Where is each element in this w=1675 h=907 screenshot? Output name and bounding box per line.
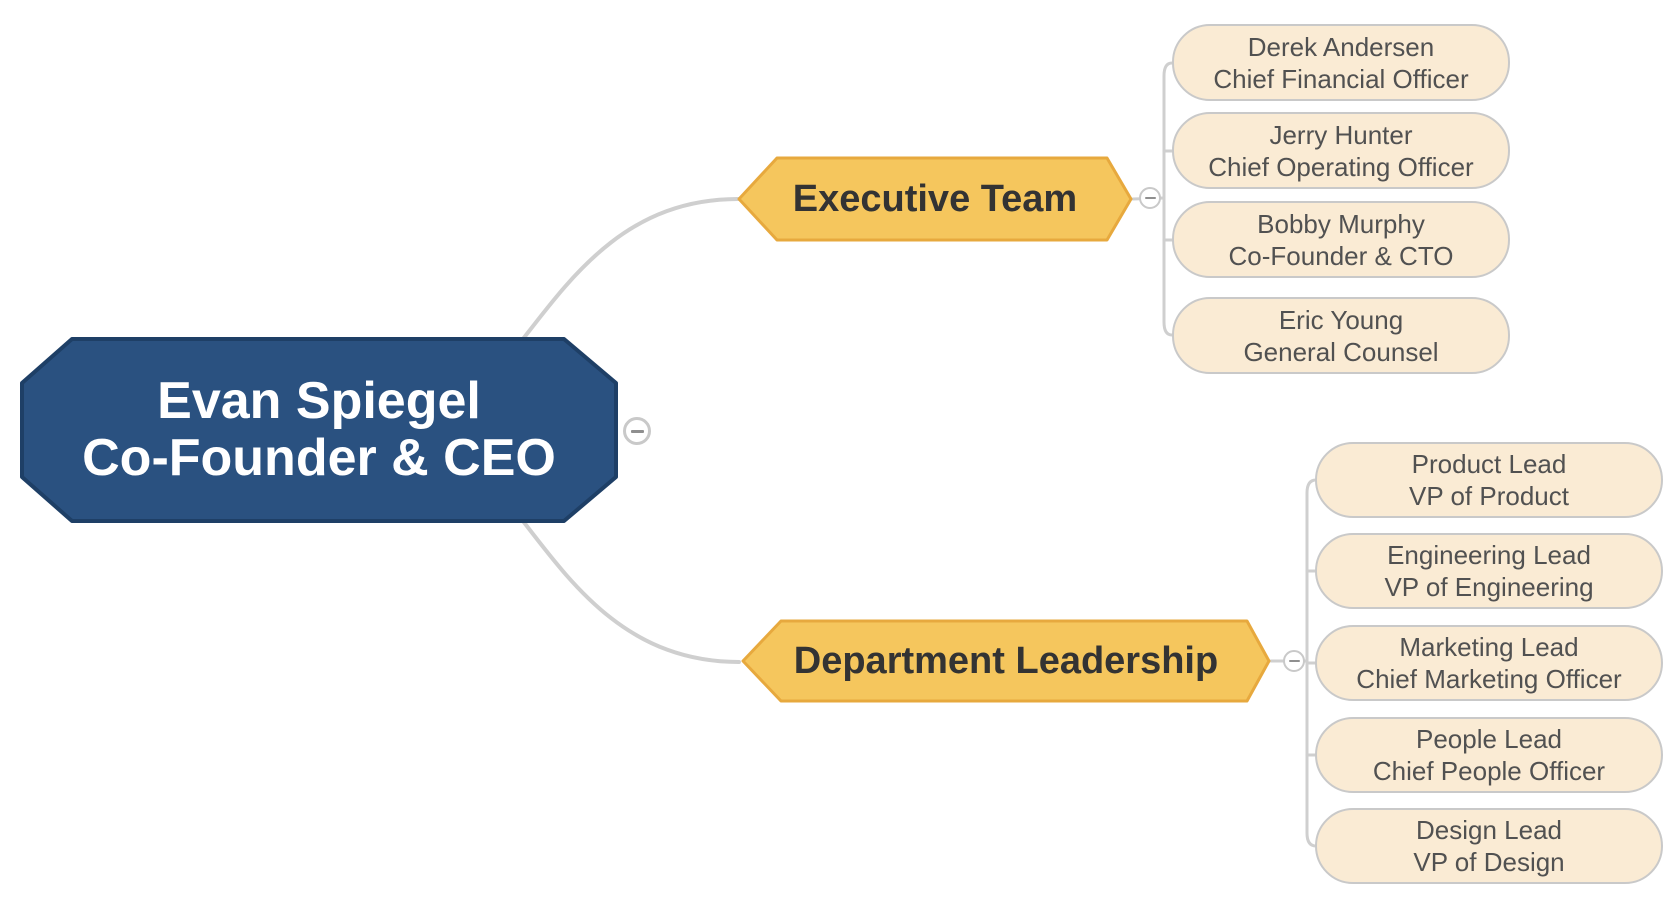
node-people-lead[interactable]: People Lead Chief People Officer — [1315, 717, 1663, 793]
branch-node-executive-team[interactable]: Executive Team — [737, 155, 1133, 243]
hexagon-shape — [741, 619, 1271, 703]
node-product-lead[interactable]: Product Lead VP of Product — [1315, 442, 1663, 518]
node-title: Chief People Officer — [1372, 756, 1606, 786]
collapse-button-executive-team[interactable] — [1139, 187, 1161, 209]
node-title: Chief Operating Officer — [1208, 151, 1474, 182]
collapse-button-department-leadership[interactable] — [1283, 650, 1305, 672]
node-title: Chief Marketing Officer — [1356, 664, 1622, 694]
node-title: General Counsel — [1243, 336, 1439, 367]
root-name: Evan Spiegel — [157, 372, 481, 430]
node-title: Chief Financial Officer — [1213, 63, 1469, 94]
root-title: Co-Founder & CEO — [82, 429, 556, 487]
node-engineering-lead[interactable]: Engineering Lead VP of Engineering — [1315, 533, 1663, 609]
collapse-button-root[interactable] — [623, 417, 651, 445]
minus-icon — [1144, 196, 1156, 200]
branch-node-department-leadership[interactable]: Department Leadership — [741, 618, 1271, 704]
node-name: Design Lead — [1416, 815, 1562, 845]
node-name: Jerry Hunter — [1269, 119, 1413, 150]
node-name: Eric Young — [1278, 304, 1404, 335]
root-node-ceo[interactable]: Evan Spiegel Co-Founder & CEO — [20, 337, 618, 523]
node-title: VP of Product — [1409, 481, 1569, 511]
node-name: Derek Andersen — [1247, 31, 1435, 62]
minus-icon — [1288, 659, 1300, 663]
node-name: Bobby Murphy — [1257, 208, 1425, 239]
node-title: VP of Design — [1413, 847, 1565, 877]
connector-exec-trunk — [1162, 61, 1174, 337]
branch-label: Department Leadership — [793, 639, 1219, 682]
node-name: Engineering Lead — [1387, 540, 1591, 570]
node-title: VP of Engineering — [1384, 572, 1594, 602]
node-title: Co-Founder & CTO — [1228, 240, 1454, 271]
octagon-shape — [20, 337, 618, 523]
node-eric-young[interactable]: Eric Young General Counsel — [1172, 297, 1510, 374]
minus-icon — [630, 429, 644, 433]
node-bobby-murphy[interactable]: Bobby Murphy Co-Founder & CTO — [1172, 201, 1510, 278]
hexagon-shape — [737, 156, 1133, 242]
branch-label: Executive Team — [792, 177, 1078, 220]
node-jerry-hunter[interactable]: Jerry Hunter Chief Operating Officer — [1172, 112, 1510, 189]
node-name: People Lead — [1415, 724, 1563, 754]
node-marketing-lead[interactable]: Marketing Lead Chief Marketing Officer — [1315, 625, 1663, 701]
root-node-text: Evan Spiegel Co-Founder & CEO — [82, 373, 556, 487]
node-design-lead[interactable]: Design Lead VP of Design — [1315, 808, 1663, 884]
node-derek-andersen[interactable]: Derek Andersen Chief Financial Officer — [1172, 24, 1510, 101]
node-name: Product Lead — [1411, 449, 1567, 479]
node-name: Marketing Lead — [1399, 632, 1579, 662]
